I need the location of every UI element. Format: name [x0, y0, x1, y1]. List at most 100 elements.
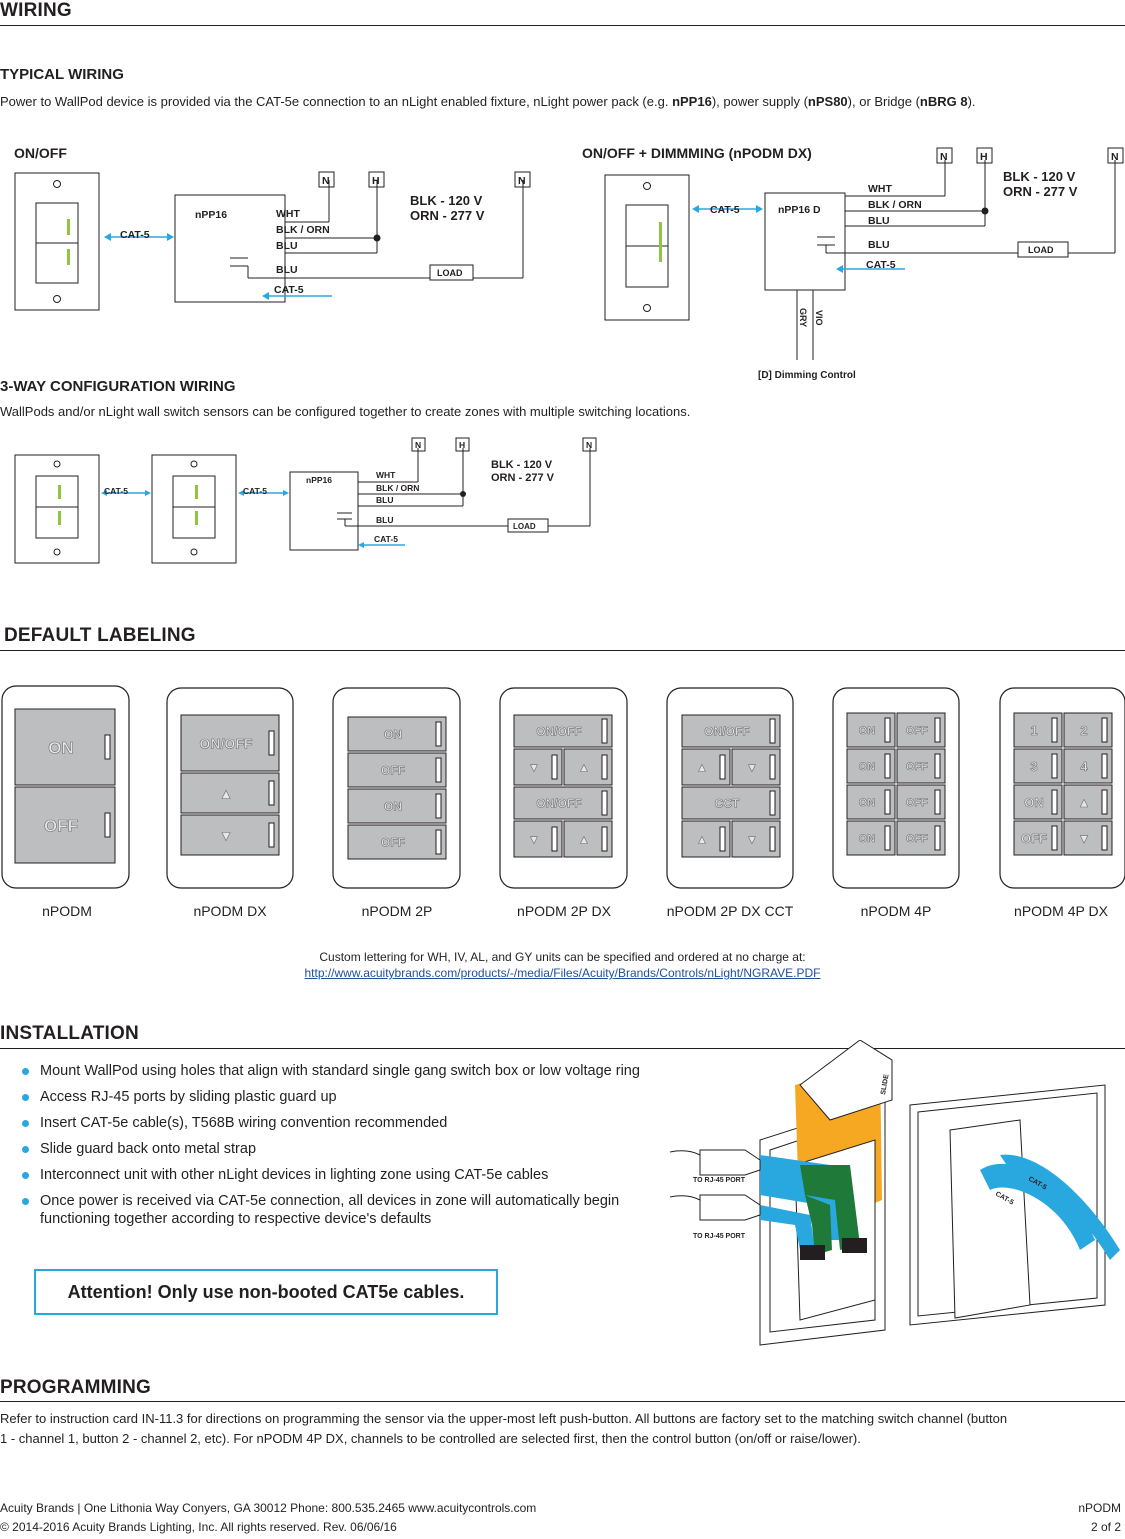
- screw-icon: [53, 180, 61, 188]
- power-pack-box: [764, 192, 846, 291]
- led-slot: [1051, 789, 1058, 815]
- custom-lettering-link[interactable]: http://www.acuitybrands.com/products/-/m…: [304, 966, 821, 980]
- button-label: ▲: [578, 833, 590, 847]
- wire-label: BLU: [376, 515, 393, 525]
- wire-label: VIO: [814, 310, 824, 326]
- button-label: ON: [48, 738, 74, 757]
- dimming-wiring-diagram: CAT-5 nPP16 D WHT BLK / ORN BLU BLU CAT-…: [604, 147, 1124, 381]
- voltage-label: ORN - 277 V: [1003, 184, 1078, 199]
- led-slot: [268, 730, 275, 756]
- button-label: OFF: [1021, 831, 1047, 846]
- footer-copyright: © 2014-2016 Acuity Brands Lighting, Inc.…: [0, 1520, 397, 1534]
- onoff-wiring-diagram: CAT-5 nPP16 WHT BLK / ORN BLU BLU CAT-5 …: [14, 171, 531, 311]
- device-label-npodm: nPODM: [42, 903, 92, 919]
- wire-label: BLU: [868, 215, 890, 227]
- footer-product: nPODM: [1078, 1501, 1121, 1515]
- wire-label: BLK / ORN: [276, 224, 330, 236]
- hot-label: H: [459, 440, 465, 450]
- neutral-label: N: [586, 440, 592, 450]
- button-label: OFF: [44, 816, 78, 835]
- button-label: ▲: [219, 785, 233, 801]
- load-label: LOAD: [513, 522, 536, 531]
- dimming-control-label: [D] Dimming Control: [758, 370, 856, 381]
- cat5-label: CAT-5: [104, 486, 128, 496]
- cat5-label: CAT-5: [374, 534, 398, 544]
- led-slot: [1051, 825, 1058, 851]
- text-bold: nPP16: [672, 94, 712, 109]
- led-slot: [601, 790, 608, 816]
- device-label-npodm-dx: nPODM DX: [193, 903, 267, 919]
- led-slot: [1101, 789, 1108, 815]
- button-label: ▲: [1078, 795, 1091, 810]
- section-title-default-labeling: DEFAULT LABELING: [4, 625, 196, 646]
- device-button: [681, 714, 781, 748]
- led-slot: [769, 754, 776, 780]
- led-slot: [104, 734, 111, 760]
- attention-box: Attention! Only use non-booted CAT5e cab…: [34, 1269, 498, 1315]
- hot-label: H: [980, 151, 988, 163]
- device-plate: [166, 687, 294, 889]
- button-label: 3: [1030, 759, 1037, 774]
- load-label: LOAD: [1028, 245, 1054, 255]
- led-slot: [884, 753, 891, 779]
- button-label: 2: [1080, 723, 1087, 738]
- pack-label: nPP16: [195, 209, 227, 221]
- wallpod-plate: [14, 172, 100, 311]
- neutral-label: N: [322, 175, 330, 187]
- hot-label: H: [372, 175, 380, 187]
- screw-icon: [643, 304, 651, 312]
- led-slot: [601, 718, 608, 744]
- device-button: [180, 814, 280, 856]
- screw-icon: [643, 182, 651, 190]
- load-box: [1017, 241, 1069, 258]
- device-plate: [332, 687, 461, 889]
- voltage-label: BLK - 120 V: [491, 459, 553, 471]
- button-label: OFF: [906, 725, 928, 737]
- screw-icon: [53, 295, 61, 303]
- device-button: [180, 772, 280, 814]
- led-slot: [104, 812, 111, 838]
- wire-label: GRY: [798, 308, 808, 327]
- custom-lettering-text: Custom lettering for WH, IV, AL, and GY …: [319, 950, 806, 964]
- section-title-installation: INSTALLATION: [0, 1023, 139, 1044]
- button-label: OFF: [906, 761, 928, 773]
- device-label-npodm-4p: nPODM 4P: [860, 903, 932, 919]
- cat5-label: CAT-5: [274, 284, 304, 296]
- led-slot: [1101, 825, 1108, 851]
- led-slot: [934, 789, 941, 815]
- wire-label: BLU: [276, 264, 298, 276]
- installation-steps: Mount WallPod using holes that align wit…: [22, 1062, 662, 1236]
- button-label: ON: [859, 761, 876, 773]
- led-slot: [769, 718, 776, 744]
- section-rule: [0, 25, 1125, 26]
- load-label: LOAD: [437, 268, 463, 278]
- led-slot: [1051, 753, 1058, 779]
- voltage-label: BLK - 120 V: [1003, 169, 1076, 184]
- led-slot: [884, 825, 891, 851]
- power-pack-box: [174, 194, 286, 303]
- three-way-title: 3-WAY CONFIGURATION WIRING: [0, 378, 236, 395]
- device-plate: [499, 687, 628, 889]
- text-part: ), or Bridge (: [847, 94, 920, 109]
- led-slot: [601, 826, 608, 852]
- button-label: ▼: [1078, 831, 1091, 846]
- device-button: [681, 786, 781, 820]
- list-item: Access RJ-45 ports by sliding plastic gu…: [22, 1088, 662, 1106]
- text-bold: nPS80: [807, 94, 848, 109]
- cat5-label: CAT-5: [866, 259, 896, 271]
- neutral-label: N: [940, 151, 948, 163]
- button-label: ON/OFF: [200, 735, 253, 751]
- device-plate: [1, 685, 130, 889]
- wire-label: BLK / ORN: [376, 483, 419, 493]
- typical-wiring-title: TYPICAL WIRING: [0, 66, 124, 83]
- device-label-npodm-2p: nPODM 2P: [361, 903, 433, 919]
- list-item: Slide guard back onto metal strap: [22, 1140, 662, 1158]
- button-label: OFF: [381, 836, 405, 850]
- device-button: [513, 714, 613, 748]
- programming-text-line2: 1 - channel 1, button 2 - channel 2, etc…: [0, 1431, 861, 1446]
- wire-label: BLU: [376, 495, 393, 505]
- three-way-text: WallPods and/or nLight wall switch senso…: [0, 404, 691, 419]
- programming-text-line1: Refer to instruction card IN-11.3 for di…: [0, 1411, 1008, 1426]
- device-button: [14, 708, 116, 786]
- list-item: Insert CAT-5e cable(s), T568B wiring con…: [22, 1114, 662, 1132]
